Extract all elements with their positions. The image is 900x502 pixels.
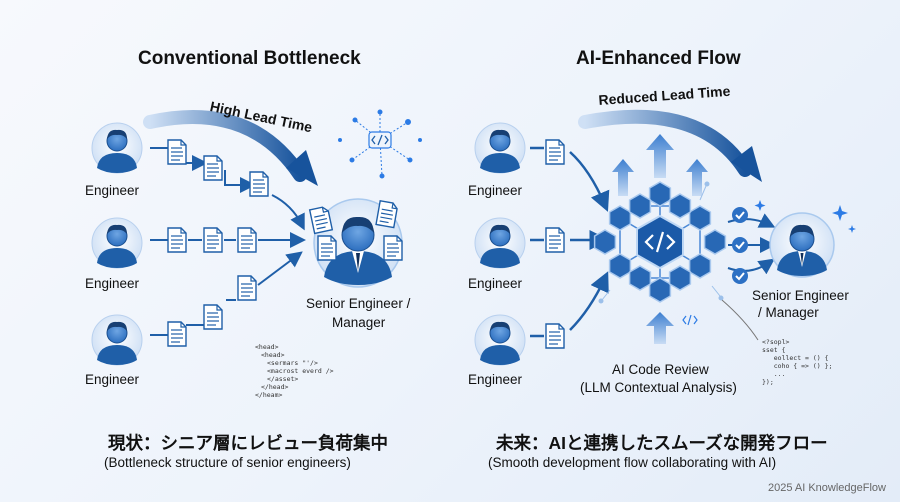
senior-label-line1: Senior Engineer / <box>306 296 411 311</box>
doc-icon <box>167 139 187 165</box>
senior-label-line2: Manager <box>332 315 386 330</box>
check-icon <box>731 206 749 224</box>
doc-icon <box>545 139 565 165</box>
left-title: Conventional Bottleneck <box>138 48 361 69</box>
engineer-label: Engineer <box>85 183 140 198</box>
doc-icon <box>317 235 337 261</box>
engineer-label: Engineer <box>468 183 523 198</box>
doc-chain-3 <box>150 251 303 336</box>
code-snippet-left: <head><head><sermars "'/><macrost everd … <box>255 343 334 399</box>
ai-review-label-line1: AI Code Review <box>612 362 709 377</box>
engineer-avatar-1 <box>91 122 143 174</box>
ai-code-review-network <box>593 181 727 304</box>
upward-flow-arrows <box>612 134 708 344</box>
flow-arrows-to-ai <box>530 146 610 338</box>
doc-icon <box>203 304 223 330</box>
footer-credit: 2025 AI KnowledgeFlow <box>767 482 886 494</box>
network-code-icon <box>338 109 422 179</box>
doc-icon <box>545 323 565 349</box>
check-icon <box>731 267 749 285</box>
right-title: AI-Enhanced Flow <box>576 48 741 69</box>
doc-icon <box>375 200 399 229</box>
doc-icon <box>545 227 565 253</box>
engineer-avatar-5 <box>474 217 526 269</box>
engineer-avatar-2 <box>91 217 143 269</box>
connector-line <box>721 299 759 341</box>
doc-icon <box>167 321 187 347</box>
doc-icon <box>383 235 403 261</box>
left-panel <box>91 109 422 366</box>
senior-label-line2-ai: / Manager <box>758 305 819 320</box>
engineer-label: Engineer <box>85 276 140 291</box>
engineer-label: Engineer <box>85 372 140 387</box>
doc-icon <box>203 227 223 253</box>
senior-label-line1-ai: Senior Engineer <box>752 288 849 303</box>
senior-engineer-avatar-ai <box>769 212 835 278</box>
engineer-label: Engineer <box>468 372 523 387</box>
engineer-avatar-6 <box>474 314 526 366</box>
left-jp-caption: 現状：シニア層にレビュー負荷集中 <box>108 433 388 453</box>
right-jp-caption: 未来：AIと連携したスムーズな開発フロー <box>496 433 828 453</box>
doc-icon <box>249 171 269 197</box>
engineer-avatar-4 <box>474 122 526 174</box>
right-en-caption: (Smooth development flow collaborating w… <box>488 455 777 470</box>
right-panel <box>474 109 856 366</box>
reduced-lead-time-arrow <box>578 109 752 177</box>
engineer-label: Engineer <box>468 276 523 291</box>
doc-icon <box>203 155 223 181</box>
ai-review-label-line2: (LLM Contextual Analysis) <box>580 380 737 395</box>
sparkle-icon <box>754 200 856 233</box>
doc-icon <box>237 227 257 253</box>
code-bracket-icon <box>682 314 698 326</box>
doc-icon <box>237 275 257 301</box>
code-snippet-right: <?sopl>sset { eollect = () { coho { => (… <box>762 338 833 386</box>
left-en-caption: (Bottleneck structure of senior engineer… <box>104 455 351 470</box>
doc-icon <box>167 227 187 253</box>
high-lead-time-arrow <box>143 110 307 182</box>
check-icon <box>731 236 749 254</box>
engineer-avatar-3 <box>91 314 143 366</box>
